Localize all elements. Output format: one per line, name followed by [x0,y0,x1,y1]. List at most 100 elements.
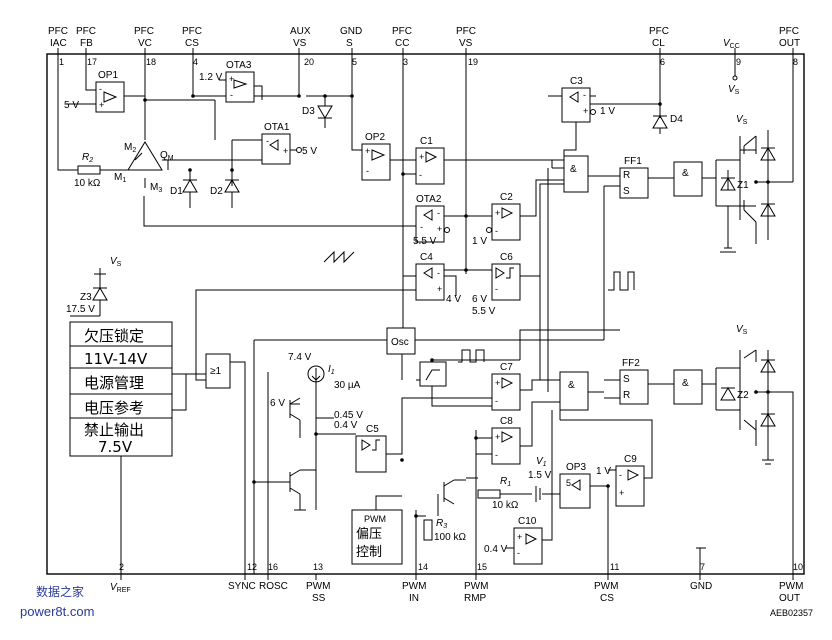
pin-aux-vs-label-a: AUX [290,26,311,37]
c10-label: C10 [518,516,537,527]
pin-pwm-ss-label-a: PWM [306,581,330,592]
c5-box [355,435,387,473]
svg-text:17.5 V: 17.5 V [66,304,95,315]
ota1-label: OTA1 [264,122,290,133]
pwm-bias-control: PWM 偏压 控制 [351,495,403,565]
svg-text:+: + [365,146,370,156]
svg-text:&: & [682,168,689,179]
pin-pfc-fb-label-a: PFC [76,26,96,37]
v1-source: V1 1.5 V [528,456,552,502]
and-gate-pfc-2 [673,161,703,197]
ota3-box [225,71,255,103]
svg-text:QM: QM [160,150,174,162]
vs-label-pin9: VS [728,84,740,96]
pulse-symbol-pwm [458,349,485,363]
svg-text:欠压锁定: 欠压锁定 [84,327,144,345]
svg-text:30 µA: 30 µA [334,380,361,391]
power-management-panel: 欠压锁定 11V-14V 电源管理 电压参考 禁止输出 7.5V [69,321,173,457]
svg-text:VS: VS [110,256,122,268]
pin-pfc-vs-label-b: VS [459,38,473,49]
svg-text:R1: R1 [500,476,511,488]
svg-text:7.5V: 7.5V [98,438,133,456]
svg-text:&: & [568,380,575,391]
op1-label: OP1 [98,70,118,81]
svg-text:控制: 控制 [356,545,382,560]
op3-label: OP3 [566,462,586,473]
svg-text:R: R [623,390,630,401]
r3-resistor: R3 100 kΩ [423,518,466,543]
c5-ref-045: 0.45 V [334,410,363,421]
ota3-ref: 1.2 V [199,72,223,83]
svg-text:Z2: Z2 [737,390,749,401]
svg-text:+: + [583,106,588,116]
svg-text:VS: VS [736,324,748,336]
svg-text:Z1: Z1 [737,180,749,191]
transistor-pwm [443,479,466,505]
ff2-label: FF2 [622,358,640,369]
c3-ref: 1 V [600,106,615,117]
svg-text:-: - [619,470,622,480]
svg-text:10 kΩ: 10 kΩ [74,178,101,189]
ff2-box [619,369,649,405]
svg-text:-: - [495,396,498,406]
op2-box [361,143,391,181]
svg-text:电压参考: 电压参考 [84,399,144,417]
svg-text:+: + [283,146,288,156]
transistor-ss: 6 V [270,397,301,438]
multiplier: M2 M1 M3 QM [114,141,174,194]
pin-pfc-iac-label-b: IAC [50,38,67,49]
c9-box [615,465,645,507]
pin-pfc-cc-label-b: CC [395,38,409,49]
ramp-block [419,361,447,387]
pin-pwm-in-num: 14 [418,562,428,572]
svg-text:M1: M1 [114,172,126,184]
ota1-ref: 5 V [302,146,317,157]
pin-pwm-rmp-label-a: PWM [464,581,488,592]
svg-text:6 V: 6 V [270,398,285,409]
watermark-url: power8t.com [20,604,94,619]
svg-text:11V-14V: 11V-14V [84,350,148,368]
pin-gnd-s-num: 5 [352,57,357,67]
pfc-output-stage: VS Z1 [720,114,776,253]
svg-text:V1: V1 [536,456,547,468]
svg-text:-: - [266,136,269,146]
svg-text:D1: D1 [170,186,183,197]
c5-label: C5 [366,424,379,435]
pin-pfc-vs-num: 19 [468,57,478,67]
svg-text:-: - [366,166,369,176]
pin-gnd-s-label-b: S [346,38,353,49]
svg-text:-: - [583,90,586,100]
svg-text:R3: R3 [436,518,447,530]
svg-text:+: + [495,432,500,442]
svg-text:-: - [230,90,233,100]
svg-text:Z3: Z3 [80,292,92,303]
ota2-ref: 5.5 V [413,236,437,247]
svg-text:D2: D2 [210,186,223,197]
pin-pfc-cs-label-a: PFC [182,26,202,37]
svg-text:-: - [419,170,422,180]
svg-text:1.5 V: 1.5 V [528,470,552,481]
pin-vcc-label: VCC [723,38,740,50]
svg-text:+: + [437,224,442,234]
pin-pwm-ss-label-b: SS [312,593,326,604]
d1-diode: D1 [170,179,198,197]
svg-text:-: - [99,84,102,94]
pin-pfc-cs-num: 4 [193,57,198,67]
c9-ref: 1 V [596,466,611,477]
svg-text:+: + [495,208,500,218]
c4-label: C4 [420,252,433,263]
c9-label: C9 [624,454,637,465]
svg-text:+: + [437,284,442,294]
c2-ref: 1 V [472,236,487,247]
pin-pwm-out-label-a: PWM [779,581,803,592]
svg-text:+: + [495,378,500,388]
c1-label: C1 [420,136,433,147]
top-pin-labels: PFC IAC 1 PFC FB 17 PFC VC 18 PFC CS 4 A… [48,26,800,67]
and-gate-pwm-1 [559,371,589,411]
pin-pfc-vs-label-a: PFC [456,26,476,37]
svg-text:D3: D3 [302,106,315,117]
ff1-label: FF1 [624,156,642,167]
c6-box [491,263,521,301]
c7-label: C7 [500,362,513,373]
